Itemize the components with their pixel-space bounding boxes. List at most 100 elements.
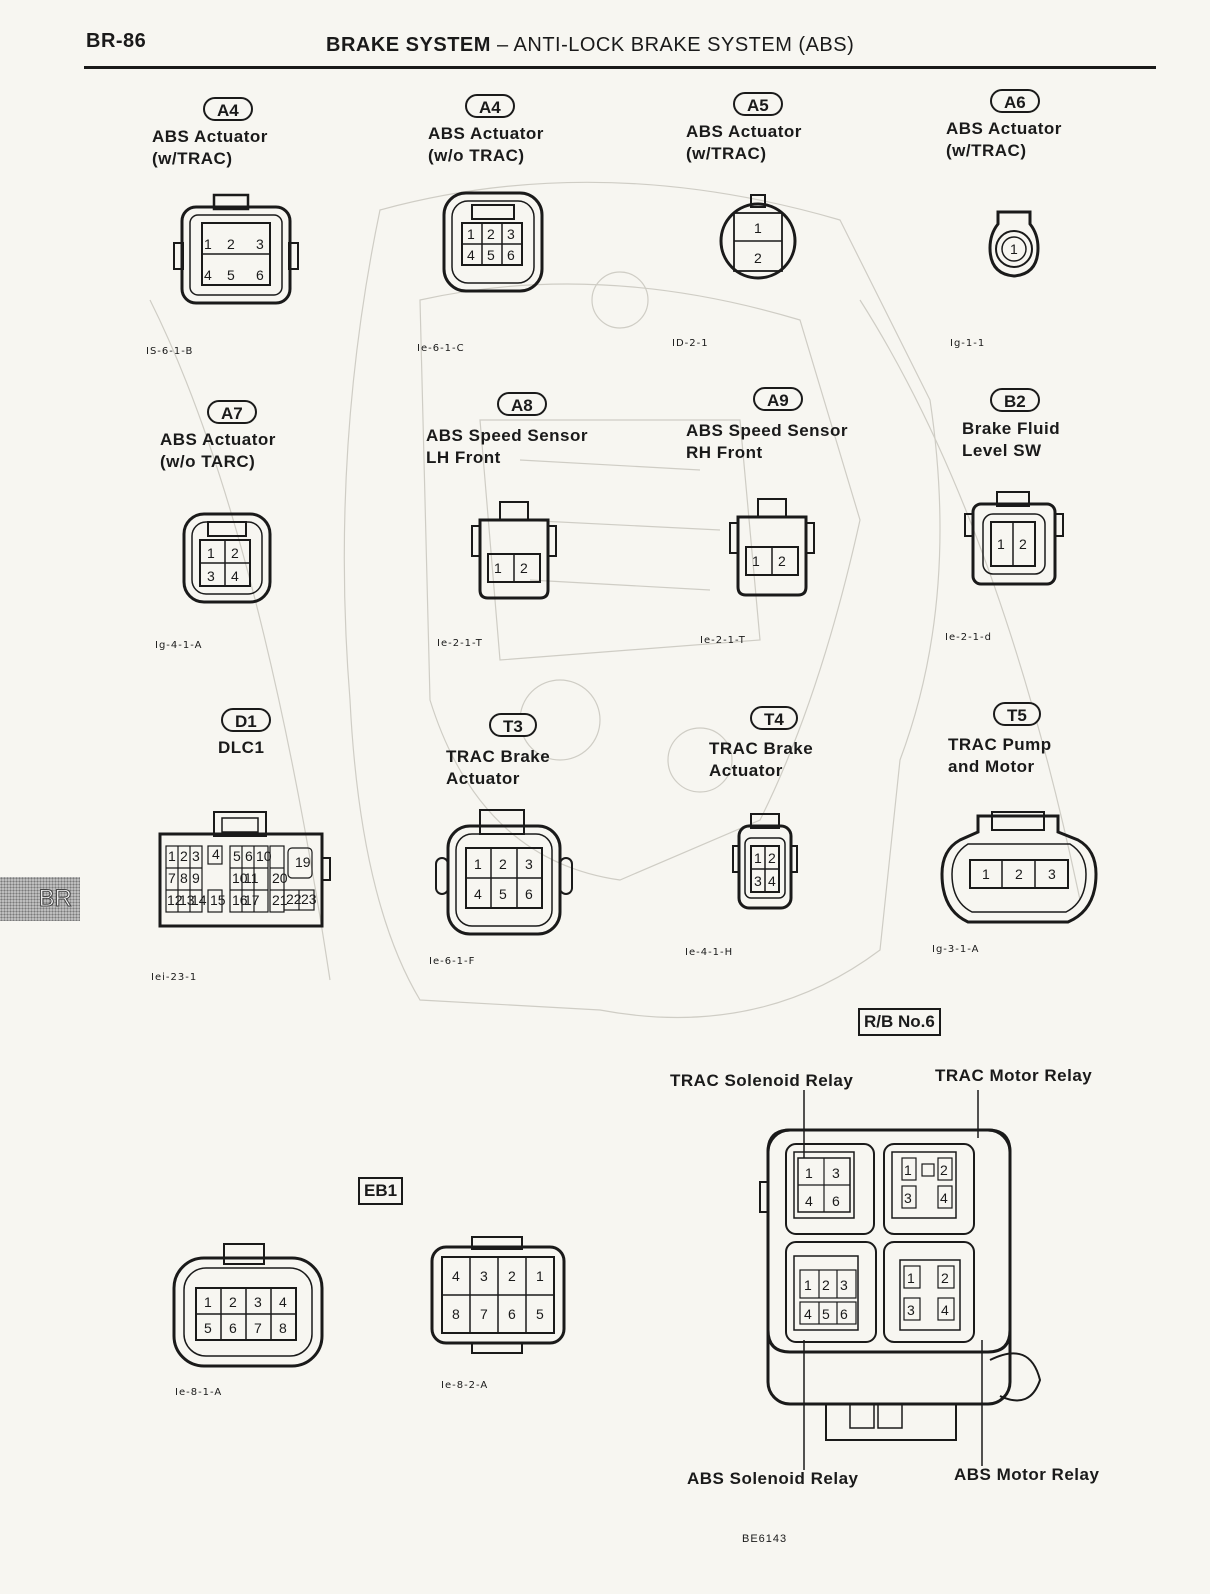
svg-text:16: 16 — [232, 892, 248, 908]
connector-diagram-a5: 1 2 — [719, 194, 797, 280]
svg-text:7: 7 — [480, 1306, 488, 1322]
svg-text:2: 2 — [1015, 866, 1023, 882]
connector-diagram-d1: 1 2 3 4 5 6 10 7 8 9 10 11 20 12 13 14 1… — [158, 811, 331, 928]
trac-solenoid-relay-label: TRAC Solenoid Relay — [670, 1071, 854, 1090]
svg-text:2: 2 — [778, 553, 786, 569]
svg-text:7: 7 — [168, 870, 176, 886]
svg-text:6: 6 — [840, 1306, 848, 1322]
svg-text:1: 1 — [204, 1294, 212, 1310]
figure-id: BE6143 — [742, 1533, 788, 1545]
connector-code-a4-trac: A4 — [203, 97, 253, 121]
connector-diagram-a7: 1 2 3 4 — [182, 512, 272, 604]
svg-text:2: 2 — [180, 848, 188, 864]
svg-text:3: 3 — [754, 873, 762, 889]
section-tab: BR — [0, 877, 80, 921]
svg-text:10: 10 — [256, 848, 272, 864]
connector-name-a4-trac: ABS Actuator(w/TRAC) — [152, 127, 268, 168]
page-title: BRAKE SYSTEM – ANTI-LOCK BRAKE SYSTEM (A… — [326, 34, 855, 56]
abs-solenoid-relay-label: ABS Solenoid Relay — [687, 1469, 859, 1488]
svg-text:17: 17 — [244, 892, 260, 908]
ref-code: Ie-8-2-A — [441, 1380, 489, 1391]
ref-code: Ie-2-1-d — [945, 632, 992, 643]
connector-code-b2: B2 — [990, 388, 1040, 412]
svg-text:1: 1 — [494, 560, 502, 576]
svg-text:23: 23 — [301, 891, 317, 907]
connector-diagram-eb1-left: 1 2 3 4 5 6 7 8 — [172, 1243, 324, 1368]
svg-text:6: 6 — [245, 848, 253, 864]
svg-text:2: 2 — [822, 1277, 830, 1293]
svg-text:5: 5 — [822, 1306, 830, 1322]
svg-text:3: 3 — [525, 856, 533, 872]
svg-text:20: 20 — [272, 870, 288, 886]
svg-text:1: 1 — [752, 553, 760, 569]
svg-text:8: 8 — [452, 1306, 460, 1322]
svg-text:7: 7 — [254, 1320, 262, 1336]
connector-code-a8: A8 — [497, 392, 547, 416]
pin-2: 2 — [227, 236, 235, 252]
ref-code: IS-6-1-B — [146, 346, 194, 357]
svg-text:5: 5 — [204, 1320, 212, 1336]
svg-text:21: 21 — [272, 892, 288, 908]
ref-code: Ie-6-1-F — [429, 956, 476, 967]
svg-text:1: 1 — [997, 536, 1005, 552]
svg-text:6: 6 — [508, 1306, 516, 1322]
connector-diagram-t3: 1 2 3 4 5 6 — [435, 809, 573, 936]
svg-text:1: 1 — [1010, 241, 1018, 257]
svg-text:4: 4 — [452, 1268, 460, 1284]
svg-text:13: 13 — [179, 892, 195, 908]
svg-text:3: 3 — [907, 1302, 915, 1318]
svg-text:15: 15 — [210, 892, 226, 908]
connector-code-t5: T5 — [993, 702, 1041, 726]
ref-code: Ie-6-1-C — [417, 343, 465, 354]
svg-text:10: 10 — [232, 870, 248, 886]
svg-text:19: 19 — [295, 854, 311, 870]
svg-text:3: 3 — [507, 226, 515, 242]
svg-text:4: 4 — [805, 1193, 813, 1209]
svg-text:4: 4 — [941, 1302, 949, 1318]
svg-text:4: 4 — [474, 886, 482, 902]
svg-text:3: 3 — [254, 1294, 262, 1310]
svg-text:5: 5 — [499, 886, 507, 902]
svg-text:2: 2 — [499, 856, 507, 872]
svg-text:2: 2 — [231, 545, 239, 561]
svg-text:3: 3 — [480, 1268, 488, 1284]
svg-text:6: 6 — [507, 247, 515, 263]
svg-text:2: 2 — [520, 560, 528, 576]
connector-name-d1: DLC1 — [218, 738, 265, 757]
ref-code: Iei-23-1 — [151, 972, 198, 983]
relay-block-diagram: 1 3 4 6 1 2 3 4 1 2 3 4 5 6 1 2 3 4 — [759, 1090, 1042, 1470]
svg-text:2: 2 — [229, 1294, 237, 1310]
svg-text:2: 2 — [768, 850, 776, 866]
svg-text:1: 1 — [904, 1162, 912, 1178]
svg-text:2: 2 — [754, 250, 762, 266]
svg-text:1: 1 — [754, 220, 762, 236]
connector-diagram-b2: 1 2 — [964, 491, 1064, 586]
connector-code-d1: D1 — [221, 708, 271, 732]
svg-text:4: 4 — [231, 568, 239, 584]
header-rule — [84, 66, 1156, 69]
svg-text:1: 1 — [804, 1277, 812, 1293]
page-number: BR-86 — [86, 30, 147, 52]
ref-code: Ie-2-1-T — [437, 638, 483, 649]
ref-code: Ie-4-1-H — [685, 947, 734, 958]
svg-text:11: 11 — [244, 870, 259, 886]
ref-code: Ig-1-1 — [950, 338, 986, 349]
svg-text:1: 1 — [207, 545, 215, 561]
trac-motor-relay-label: TRAC Motor Relay — [935, 1066, 1093, 1085]
connector-diagram-t5: 1 2 3 — [940, 811, 1098, 924]
svg-text:5: 5 — [233, 848, 241, 864]
svg-text:3: 3 — [904, 1190, 912, 1206]
connector-name-a4-notrac: ABS Actuator(w/o TRAC) — [428, 124, 544, 165]
connector-code-t4: T4 — [750, 706, 798, 730]
ref-code: Ie-2-1-T — [700, 635, 746, 646]
svg-text:1: 1 — [907, 1270, 915, 1286]
svg-text:8: 8 — [180, 870, 188, 886]
svg-text:6: 6 — [832, 1193, 840, 1209]
connector-name-a5: ABS Actuator(w/TRAC) — [686, 122, 802, 163]
connector-diagram-eb1-right: 4 3 2 1 8 7 6 5 — [430, 1236, 566, 1354]
pin-3: 3 — [256, 236, 264, 252]
